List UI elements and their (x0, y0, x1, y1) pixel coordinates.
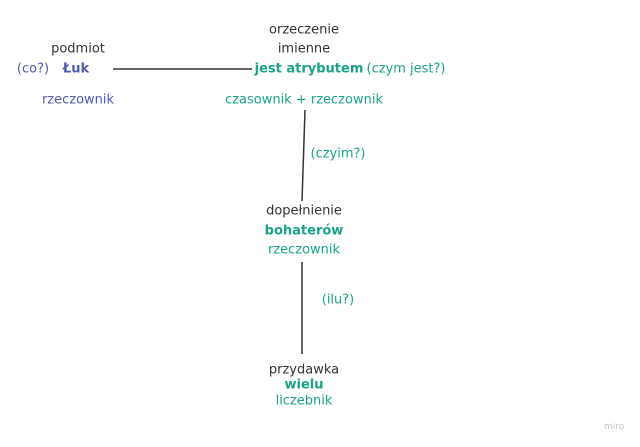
attribute-question: (ilu?) (321, 292, 355, 308)
predicate-part-of-speech: czasownik + rzeczownik (225, 92, 383, 108)
predicate-label-line2: imienne (277, 41, 331, 57)
predicate-word: jest atrybutem (254, 61, 364, 77)
predicate-label-line1: orzeczenie (269, 22, 339, 38)
object-word: bohaterów (264, 223, 344, 239)
object-part-of-speech: rzeczownik (267, 242, 341, 258)
attribute-part-of-speech: liczebnik (275, 393, 333, 409)
subject-question: (co?) (16, 61, 50, 77)
miro-watermark: miro (604, 422, 625, 432)
subject-part-of-speech: rzeczownik (41, 92, 115, 108)
predicate-question: (czym jest?) (366, 61, 446, 77)
object-label: dopełnienie (266, 203, 342, 219)
predicate-object-line (301, 109, 306, 202)
subject-word: Łuk (62, 61, 90, 77)
subject-label: podmiot (51, 41, 105, 57)
object-question: (czyim?) (310, 146, 366, 162)
attribute-word: wielu (284, 377, 324, 393)
attribute-label: przydawka (268, 362, 340, 378)
